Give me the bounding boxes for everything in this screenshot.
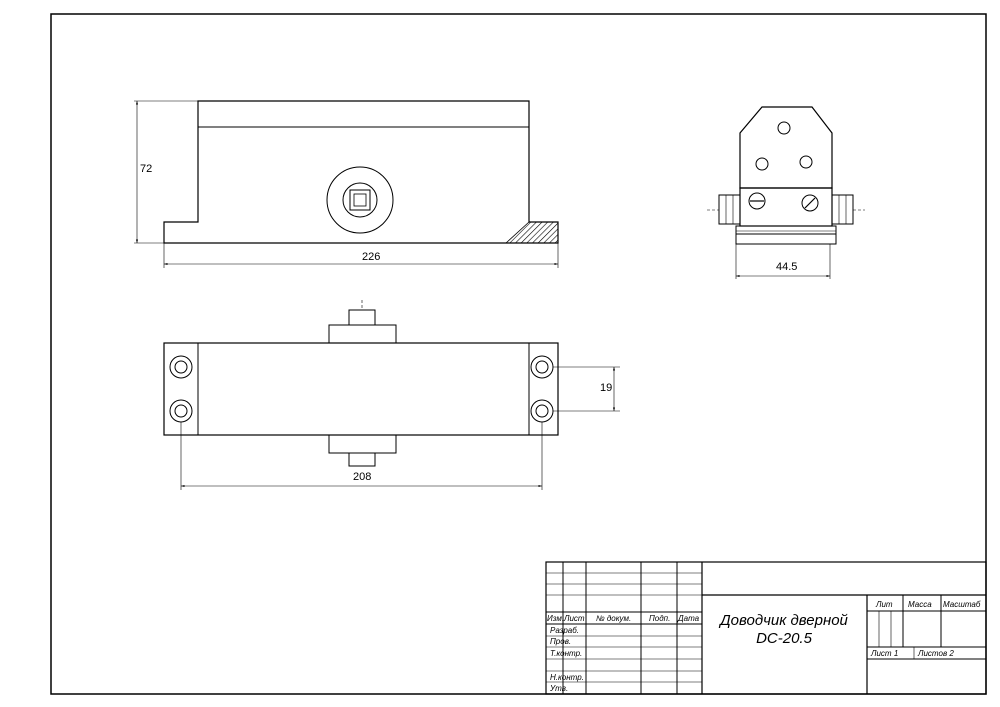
sheet-count: Листов 2 bbox=[917, 649, 954, 658]
sheet-number: Лист 1 bbox=[870, 649, 898, 658]
col-doc: № докум. bbox=[596, 614, 631, 623]
dim-mount-length-label: 208 bbox=[353, 471, 371, 483]
spindle-view bbox=[326, 166, 394, 234]
title-block bbox=[545, 561, 987, 695]
mass-label: Масса bbox=[908, 600, 932, 609]
row-prov: Пров. bbox=[550, 637, 571, 646]
side-view bbox=[707, 106, 865, 279]
drawing-title: Доводчик дверной bbox=[718, 612, 848, 629]
col-date: Дата bbox=[677, 614, 700, 623]
lit-label: Лит bbox=[875, 600, 893, 609]
scale-label: Масштаб bbox=[943, 600, 981, 609]
row-razrab: Разраб. bbox=[550, 626, 579, 635]
front-view bbox=[134, 100, 559, 268]
dim-hole-spacing-label: 19 bbox=[600, 382, 612, 394]
dim-height-label: 72 bbox=[140, 163, 152, 175]
col-sign: Подп. bbox=[649, 614, 670, 623]
drawing-frame bbox=[50, 13, 987, 695]
dim-length-label: 226 bbox=[362, 251, 380, 263]
dim-width-label: 44.5 bbox=[776, 261, 797, 273]
section-hatch bbox=[504, 221, 559, 244]
row-utv: Утв. bbox=[549, 684, 568, 693]
row-tkontr: Т.контр. bbox=[550, 649, 582, 658]
top-view bbox=[163, 300, 620, 490]
col-izm: Изм. bbox=[547, 614, 564, 623]
col-list: Лист bbox=[563, 614, 585, 623]
drawing-model: DC-20.5 bbox=[756, 630, 813, 647]
row-nkontr: Н.контр. bbox=[550, 673, 584, 682]
